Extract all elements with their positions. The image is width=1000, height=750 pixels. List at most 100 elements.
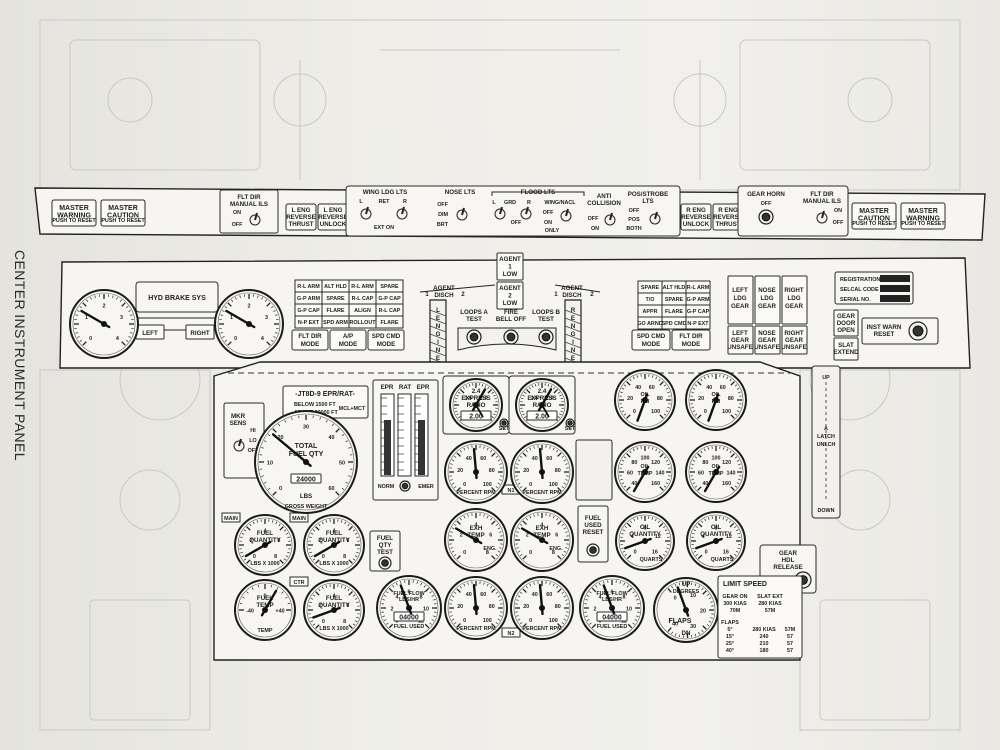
fire-test-knob[interactable]: [538, 329, 554, 345]
knob-center: [567, 420, 573, 426]
gauge-tick: [626, 414, 631, 419]
gauge-tick: [632, 591, 635, 594]
inst-warn-reset-knob[interactable]: [908, 321, 928, 341]
gauge-tick: [271, 306, 274, 309]
gauge-tick: [222, 336, 225, 338]
flood-right-toggle[interactable]: [520, 206, 532, 220]
gauge-hub: [642, 538, 648, 544]
gauge-tick: [730, 414, 735, 419]
gauge-tick: [620, 406, 623, 409]
label: LEFT: [732, 287, 748, 294]
annunciator-frame: [51, 199, 97, 227]
wing-ldg-left-toggle[interactable]: [360, 206, 372, 220]
flood-wing-nacl-toggle[interactable]: [560, 208, 572, 222]
mkr-sens-toggle[interactable]: [233, 438, 245, 452]
flt-dir-toggle-left[interactable]: [249, 212, 261, 226]
gauge-tick: [700, 450, 703, 454]
anti-collision-toggle[interactable]: [604, 212, 616, 226]
label: G-P CAP: [378, 296, 401, 302]
gauge-tick: [453, 523, 457, 526]
gauge-tick: [619, 581, 621, 584]
label: NOSE: [758, 330, 776, 337]
gauge-scale-label: 6: [611, 590, 614, 596]
gauge-tick: [453, 455, 457, 458]
wing-ldg-right-toggle[interactable]: [396, 206, 408, 220]
panel-title-text: CENTER INSTRUMENT PANEL: [12, 250, 28, 461]
epr-set-knob[interactable]: [565, 418, 575, 428]
gauge-tick: [729, 450, 732, 454]
fire-test-knob[interactable]: [466, 329, 482, 345]
gauge-scale-label: 20: [523, 468, 529, 474]
panel-title: CENTER INSTRUMENT PANEL: [6, 250, 32, 500]
gauge-tick: [678, 634, 681, 638]
label: MANUAL ILS: [803, 198, 841, 205]
gear-horn-cutout-button[interactable]: [758, 209, 774, 225]
gauge-scale-label: 12: [418, 619, 424, 625]
label: COLLISION: [587, 200, 621, 207]
label: OFF: [543, 210, 554, 216]
gauge-tick: [287, 551, 290, 554]
label: T/O: [646, 297, 655, 303]
gauge-scale-label: 2: [319, 538, 322, 544]
mode-annunciator: G-P CAP: [375, 291, 404, 305]
epr-set-knob[interactable]: [499, 418, 509, 428]
gauge-caption: TOTAL: [295, 443, 318, 450]
gauge-scale-label: 8: [343, 619, 346, 625]
gauge-tick: [433, 599, 436, 601]
gauge-caption: LBS/HR: [399, 597, 419, 603]
gauge-tick: [636, 517, 639, 520]
gauge-tick: [563, 595, 567, 598]
mode-annunciator: FLARE: [375, 315, 404, 329]
fire-test-knob[interactable]: [503, 329, 519, 345]
gauge-counter-value: 24000: [296, 477, 316, 484]
epr-rat-selector-knob[interactable]: [399, 480, 411, 492]
fuel-qty-test-knob[interactable]: [378, 556, 392, 570]
gauge-tick: [121, 341, 126, 346]
flood-left-toggle[interactable]: [494, 206, 506, 220]
gauge-tick: [340, 520, 343, 523]
knob-center: [761, 212, 771, 222]
gauge-caption: QUANTITY: [318, 602, 350, 609]
gauge-scale-label: 0: [529, 482, 532, 488]
gauge-scale-label: 6: [408, 590, 411, 596]
gauge-tick: [467, 514, 469, 517]
pos-strobe-toggle[interactable]: [649, 211, 661, 225]
label: 25°: [726, 641, 734, 647]
fuel-used-reset-knob[interactable]: [586, 543, 600, 557]
epr-set-knob-label: SET: [499, 426, 510, 432]
label: UNLOCK: [320, 221, 347, 228]
flt-dir-toggle-right[interactable]: [816, 210, 828, 224]
gauge-tick: [456, 588, 461, 593]
gauge-tick: [557, 623, 562, 628]
gauge-hub: [262, 607, 268, 613]
gauge-tick: [659, 486, 664, 491]
label: RESET: [583, 529, 604, 536]
gauge-tick: [383, 619, 387, 622]
gauge-tick: [691, 391, 694, 394]
gauge-tick: [667, 463, 670, 466]
nose-lts-toggle[interactable]: [456, 207, 468, 221]
